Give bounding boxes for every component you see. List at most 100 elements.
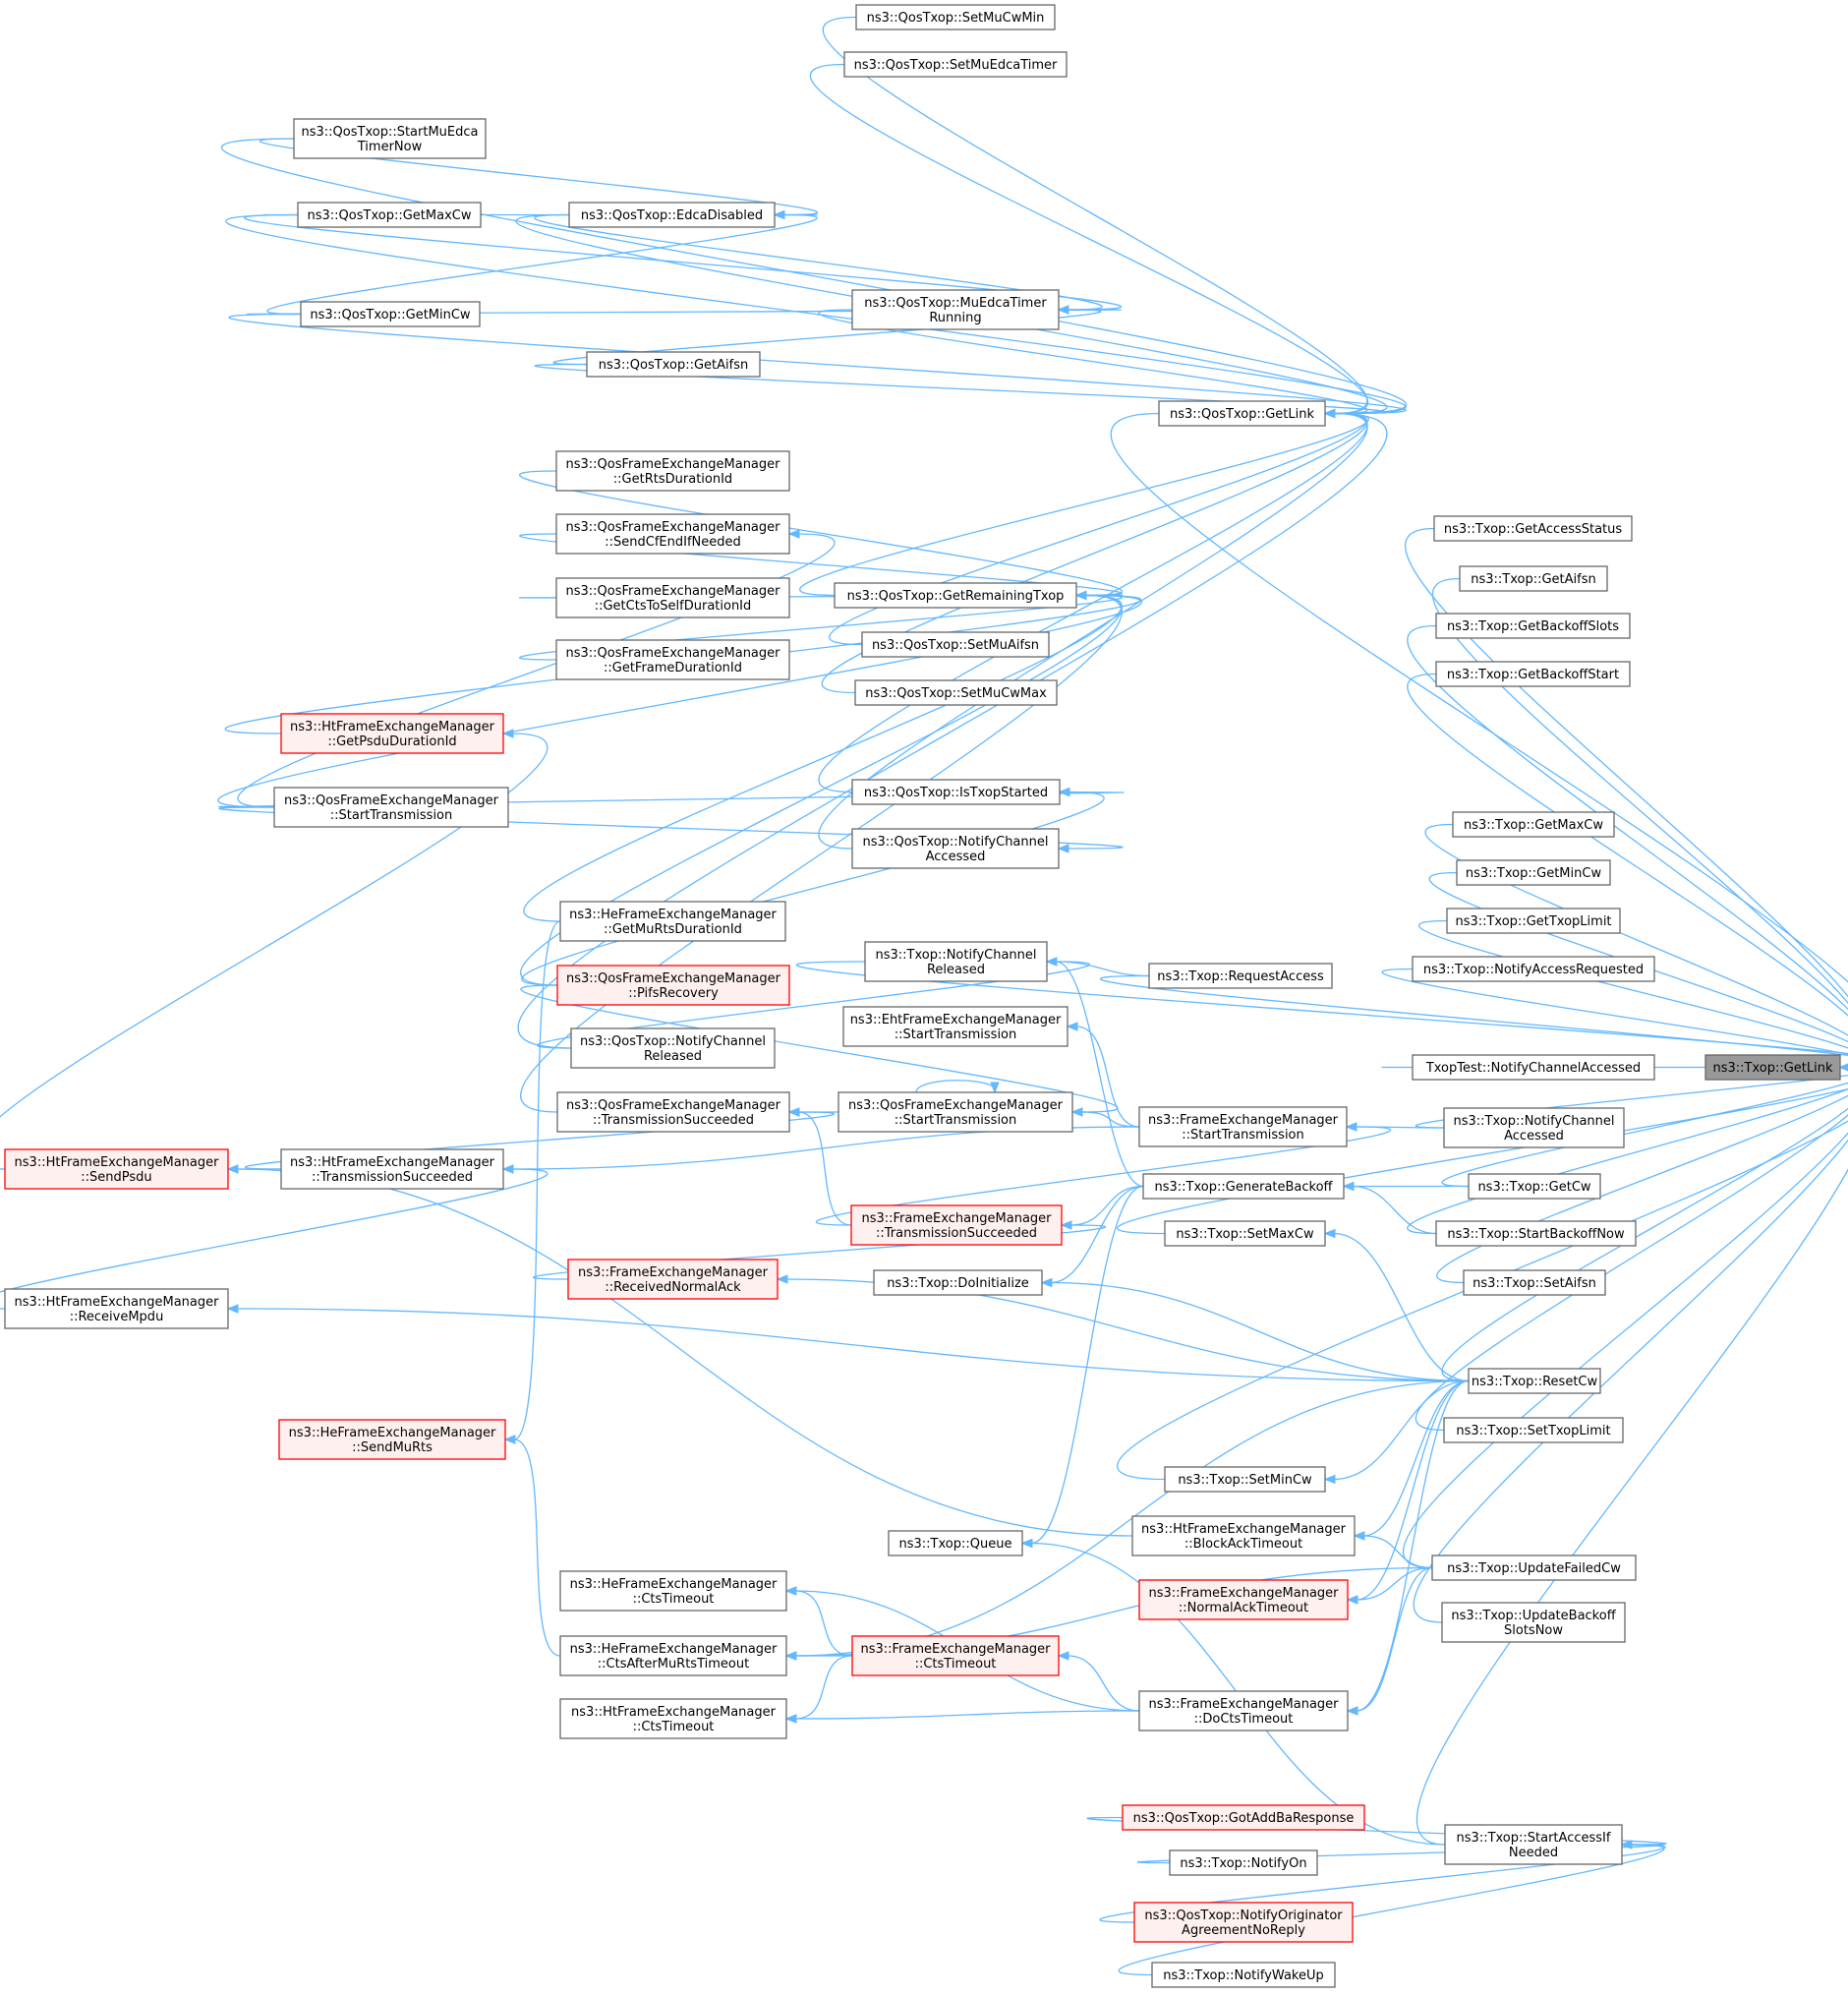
node-qtNotifyChAcc[interactable]: ns3::QosTxop::NotifyChannelAccessed — [851, 828, 1060, 869]
node-box[interactable] — [555, 639, 790, 680]
node-htRecvMpdu[interactable]: ns3::HtFrameExchangeManager::ReceiveMpdu — [4, 1288, 229, 1329]
node-txSetMinCw[interactable]: ns3::Txop::SetMinCw — [1164, 1466, 1326, 1493]
node-txGenBackoff[interactable]: ns3::Txop::GenerateBackoff — [1142, 1173, 1345, 1200]
node-qtSetMuAifsn[interactable]: ns3::QosTxop::SetMuAifsn — [861, 631, 1050, 658]
node-qtSetMuCwMax[interactable]: ns3::QosTxop::SetMuCwMax — [854, 679, 1058, 706]
node-box[interactable] — [1459, 565, 1608, 592]
node-box[interactable] — [1433, 515, 1633, 542]
node-qtSetMuEdcaTimer[interactable]: ns3::QosTxop::SetMuEdcaTimer — [843, 51, 1068, 78]
node-txNotifyChAcc[interactable]: ns3::Txop::NotifyChannelAccessed — [1443, 1107, 1625, 1148]
node-txRequestAccess[interactable]: ns3::Txop::RequestAccess — [1148, 963, 1333, 989]
node-box[interactable] — [851, 289, 1060, 330]
node-txNotifyAccessReq[interactable]: ns3::Txop::NotifyAccessRequested — [1412, 956, 1655, 982]
node-box[interactable] — [1133, 1902, 1354, 1943]
node-box[interactable] — [1463, 1269, 1606, 1296]
node-box[interactable] — [555, 577, 790, 618]
node-box[interactable] — [864, 941, 1048, 982]
node-box[interactable] — [1148, 963, 1333, 989]
node-box[interactable] — [1131, 1515, 1356, 1556]
node-box[interactable] — [1443, 1107, 1625, 1148]
node-qtSetMuCwMin[interactable]: ns3::QosTxop::SetMuCwMin — [855, 4, 1056, 30]
node-box[interactable] — [555, 450, 790, 492]
node-qfPifs[interactable]: ns3::QosFrameExchangeManager::PifsRecove… — [556, 965, 790, 1006]
node-box[interactable] — [1435, 661, 1631, 687]
node-box[interactable] — [1468, 1368, 1601, 1394]
node-box[interactable] — [1441, 1602, 1626, 1643]
node-box[interactable] — [556, 1091, 790, 1133]
node-box[interactable] — [1435, 1220, 1637, 1247]
node-box[interactable] — [1704, 1054, 1841, 1081]
node-qtGetMaxCw[interactable]: ns3::QosTxop::GetMaxCw — [297, 202, 482, 228]
node-box[interactable] — [280, 713, 504, 754]
node-box[interactable] — [1412, 956, 1655, 982]
node-txNotifyWakeUp[interactable]: ns3::Txop::NotifyWakeUp — [1151, 1962, 1336, 1988]
node-box[interactable] — [559, 901, 786, 942]
node-box[interactable] — [297, 202, 482, 228]
node-box[interactable] — [555, 513, 790, 555]
node-txSetAifsn[interactable]: ns3::Txop::SetAifsn — [1463, 1269, 1606, 1296]
node-box[interactable] — [556, 965, 790, 1006]
node-qtGetAifsn[interactable]: ns3::QosTxop::GetAifsn — [586, 351, 761, 378]
node-htCtsTimeout[interactable]: ns3::HtFrameExchangeManager::CtsTimeout — [559, 1698, 787, 1739]
node-box[interactable] — [834, 582, 1077, 609]
node-txStartBackoff[interactable]: ns3::Txop::StartBackoffNow — [1435, 1220, 1637, 1247]
node-heCtsAfterMuRts[interactable]: ns3::HeFrameExchangeManager::CtsAfterMuR… — [559, 1635, 787, 1676]
node-box[interactable] — [1169, 1849, 1318, 1876]
node-qtGetMinCw[interactable]: ns3::QosTxop::GetMinCw — [300, 301, 481, 327]
node-box[interactable] — [1164, 1466, 1326, 1493]
node-box[interactable] — [851, 1635, 1060, 1676]
node-txSetTxopLimit[interactable]: ns3::Txop::SetTxopLimit — [1443, 1417, 1624, 1443]
node-txGetBackoffSlots[interactable]: ns3::Txop::GetBackoffSlots — [1435, 613, 1631, 639]
node-qtGetLink[interactable]: ns3::QosTxop::GetLink — [1158, 400, 1326, 427]
node-txGetCw[interactable]: ns3::Txop::GetCw — [1468, 1173, 1601, 1200]
node-txUpdateFailed[interactable]: ns3::Txop::UpdateFailedCw — [1431, 1555, 1637, 1581]
node-box[interactable] — [854, 679, 1058, 706]
node-box[interactable] — [1158, 400, 1326, 427]
node-box[interactable] — [861, 631, 1050, 658]
node-box[interactable] — [1446, 908, 1621, 934]
node-qfGetRts[interactable]: ns3::QosFrameExchangeManager::GetRtsDura… — [555, 450, 790, 492]
node-box[interactable] — [559, 1635, 787, 1676]
node-box[interactable] — [559, 1570, 787, 1612]
node-box[interactable] — [1431, 1555, 1637, 1581]
node-box[interactable] — [1122, 1804, 1365, 1831]
node-box[interactable] — [1138, 1106, 1348, 1147]
node-txGetAifsn[interactable]: ns3::Txop::GetAifsn — [1459, 565, 1608, 592]
node-qtNotifyOrig[interactable]: ns3::QosTxop::NotifyOriginatorAgreementN… — [1133, 1902, 1354, 1943]
node-box[interactable] — [559, 1698, 787, 1739]
node-qtEdcaDisabled[interactable]: ns3::QosTxop::EdcaDisabled — [568, 202, 776, 228]
node-box[interactable] — [855, 4, 1056, 30]
node-qfStartTx[interactable]: ns3::QosFrameExchangeManager::StartTrans… — [273, 787, 509, 828]
node-box[interactable] — [1138, 1579, 1349, 1620]
node-box[interactable] — [1443, 1417, 1624, 1443]
node-box[interactable] — [851, 779, 1061, 805]
node-box[interactable] — [1452, 811, 1615, 838]
node-feCtsTimeout[interactable]: ns3::FrameExchangeManager::CtsTimeout — [851, 1635, 1060, 1676]
node-feRecvAck[interactable]: ns3::FrameExchangeManager::ReceivedNorma… — [567, 1259, 779, 1300]
node-heSendMuRts[interactable]: ns3::HeFrameExchangeManager::SendMuRts — [278, 1419, 506, 1460]
node-box[interactable] — [1412, 1054, 1655, 1081]
node-feStartTx[interactable]: ns3::FrameExchangeManager::StartTransmis… — [1138, 1106, 1348, 1147]
node-txQueue[interactable]: ns3::Txop::Queue — [888, 1530, 1023, 1556]
node-box[interactable] — [567, 1259, 779, 1300]
node-qtGotAddBa[interactable]: ns3::QosTxop::GotAddBaResponse — [1122, 1804, 1365, 1831]
node-txGetMinCw[interactable]: ns3::Txop::GetMinCw — [1456, 859, 1611, 886]
node-ehtStartTx[interactable]: ns3::EhtFrameExchangeManager::StartTrans… — [842, 1006, 1068, 1047]
node-box[interactable] — [570, 1027, 776, 1069]
node-box[interactable] — [1435, 613, 1631, 639]
node-txopTestNotify[interactable]: TxopTest::NotifyChannelAccessed — [1412, 1054, 1655, 1081]
node-qfGetCts[interactable]: ns3::QosFrameExchangeManager::GetCtsToSe… — [555, 577, 790, 618]
node-qtIsTxopStarted[interactable]: ns3::QosTxop::IsTxopStarted — [851, 779, 1061, 805]
node-heCtsTimeout[interactable]: ns3::HeFrameExchangeManager::CtsTimeout — [559, 1570, 787, 1612]
node-box[interactable] — [873, 1269, 1043, 1296]
node-box[interactable] — [1164, 1220, 1326, 1247]
node-txGetAccessStatus[interactable]: ns3::Txop::GetAccessStatus — [1433, 515, 1633, 542]
node-box[interactable] — [837, 1091, 1073, 1133]
node-box[interactable] — [888, 1530, 1023, 1556]
node-htSendPsdu[interactable]: ns3::HtFrameExchangeManager::SendPsdu — [4, 1148, 229, 1190]
node-box[interactable] — [842, 1006, 1068, 1047]
node-txGetBackoffStart[interactable]: ns3::Txop::GetBackoffStart — [1435, 661, 1631, 687]
